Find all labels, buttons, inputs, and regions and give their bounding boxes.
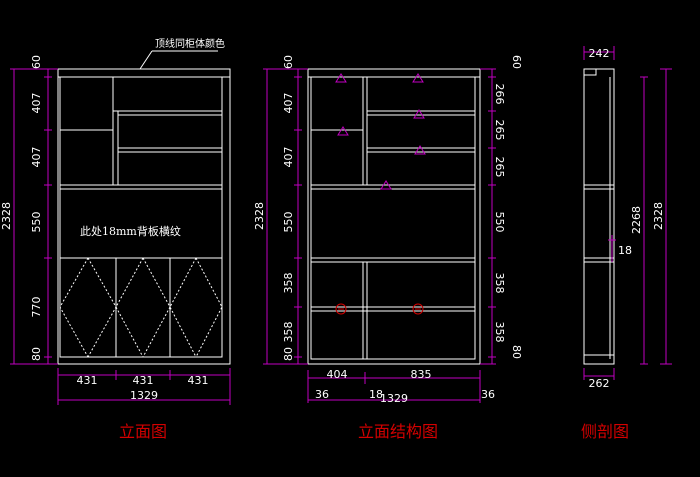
side-overall-height: 2328 xyxy=(652,202,665,230)
front-dim-5: 770 xyxy=(30,297,43,318)
front-bottom-dim-1: 431 xyxy=(77,374,98,387)
structure-left-dim-7: 80 xyxy=(282,347,295,361)
structure-left-dim-1: 60 xyxy=(282,55,295,69)
front-dims: 60 407 407 550 770 80 2328 431 431 431 1… xyxy=(0,55,209,402)
structure-shelf-pin-markers xyxy=(335,73,426,190)
front-top-note: 顶线同柜体颜色 xyxy=(155,37,225,50)
structure-right-dim-3: 265 xyxy=(493,120,506,141)
front-dim-3: 407 xyxy=(30,147,43,168)
side-top-width: 242 xyxy=(589,47,610,60)
front-overall-width: 1329 xyxy=(130,389,158,402)
structure-right-dim-5: 550 xyxy=(493,212,506,233)
front-dim-6: 80 xyxy=(30,347,43,361)
side-dims: 242 2268 2328 18 262 xyxy=(589,47,666,390)
structure-left-dim-6: 358 xyxy=(282,322,295,343)
structure-left-dim-2: 407 xyxy=(282,93,295,114)
structure-dims: 60 407 407 550 358 358 80 2328 60 266 26… xyxy=(253,55,523,405)
front-panel-note: 此处18mm背板横纹 xyxy=(80,224,181,238)
structure-left-dim-5: 358 xyxy=(282,273,295,294)
structure-overall-height: 2328 xyxy=(253,202,266,230)
structure-edge-dim-mid: 18 xyxy=(369,388,383,401)
structure-left-dim-3: 407 xyxy=(282,147,295,168)
front-dimension-lines xyxy=(10,68,231,405)
front-bottom-dim-3: 431 xyxy=(188,374,209,387)
front-dim-2: 407 xyxy=(30,93,43,114)
structure-cabinet-outline xyxy=(307,68,481,365)
structure-right-dim-4: 265 xyxy=(493,157,506,178)
front-cabinet-outline xyxy=(57,68,231,365)
structure-right-dim-2: 266 xyxy=(493,84,506,105)
structure-right-dim-7: 358 xyxy=(493,322,506,343)
side-bottom-width: 262 xyxy=(589,377,610,390)
front-dim-1: 60 xyxy=(30,55,43,69)
structure-dimension-lines xyxy=(263,68,496,403)
structure-right-dim-8: 80 xyxy=(510,345,523,359)
front-dim-4: 550 xyxy=(30,212,43,233)
front-overall-height: 2328 xyxy=(0,202,13,230)
side-view-caption: 侧剖图 xyxy=(581,422,629,441)
structure-overall-width: 1329 xyxy=(380,392,408,405)
front-view-caption: 立面图 xyxy=(119,422,167,441)
structure-left-dim-4: 550 xyxy=(282,212,295,233)
front-inner-frame xyxy=(59,76,223,358)
structure-view-caption: 立面结构图 xyxy=(358,422,438,441)
side-shelf-thickness: 18 xyxy=(618,244,632,257)
front-note-leader xyxy=(139,50,153,70)
structure-view xyxy=(307,68,481,365)
side-cabinet-outline xyxy=(583,68,615,365)
side-dimension-lines xyxy=(583,46,672,380)
front-view xyxy=(57,50,231,365)
front-bottom-dim-2: 431 xyxy=(133,374,154,387)
structure-bottom-dim-2: 835 xyxy=(411,368,432,381)
structure-right-dim-6: 358 xyxy=(493,273,506,294)
structure-bottom-dim-1: 404 xyxy=(327,368,348,381)
side-inner-height: 2268 xyxy=(630,206,643,234)
structure-right-dim-1: 60 xyxy=(510,55,523,69)
front-door-swing-marks xyxy=(59,257,223,358)
structure-hinge-markers xyxy=(335,303,424,315)
structure-inner-frame xyxy=(310,76,476,360)
side-view xyxy=(583,68,615,365)
structure-edge-dim-right: 36 xyxy=(481,388,495,401)
structure-edge-dim-left: 36 xyxy=(315,388,329,401)
